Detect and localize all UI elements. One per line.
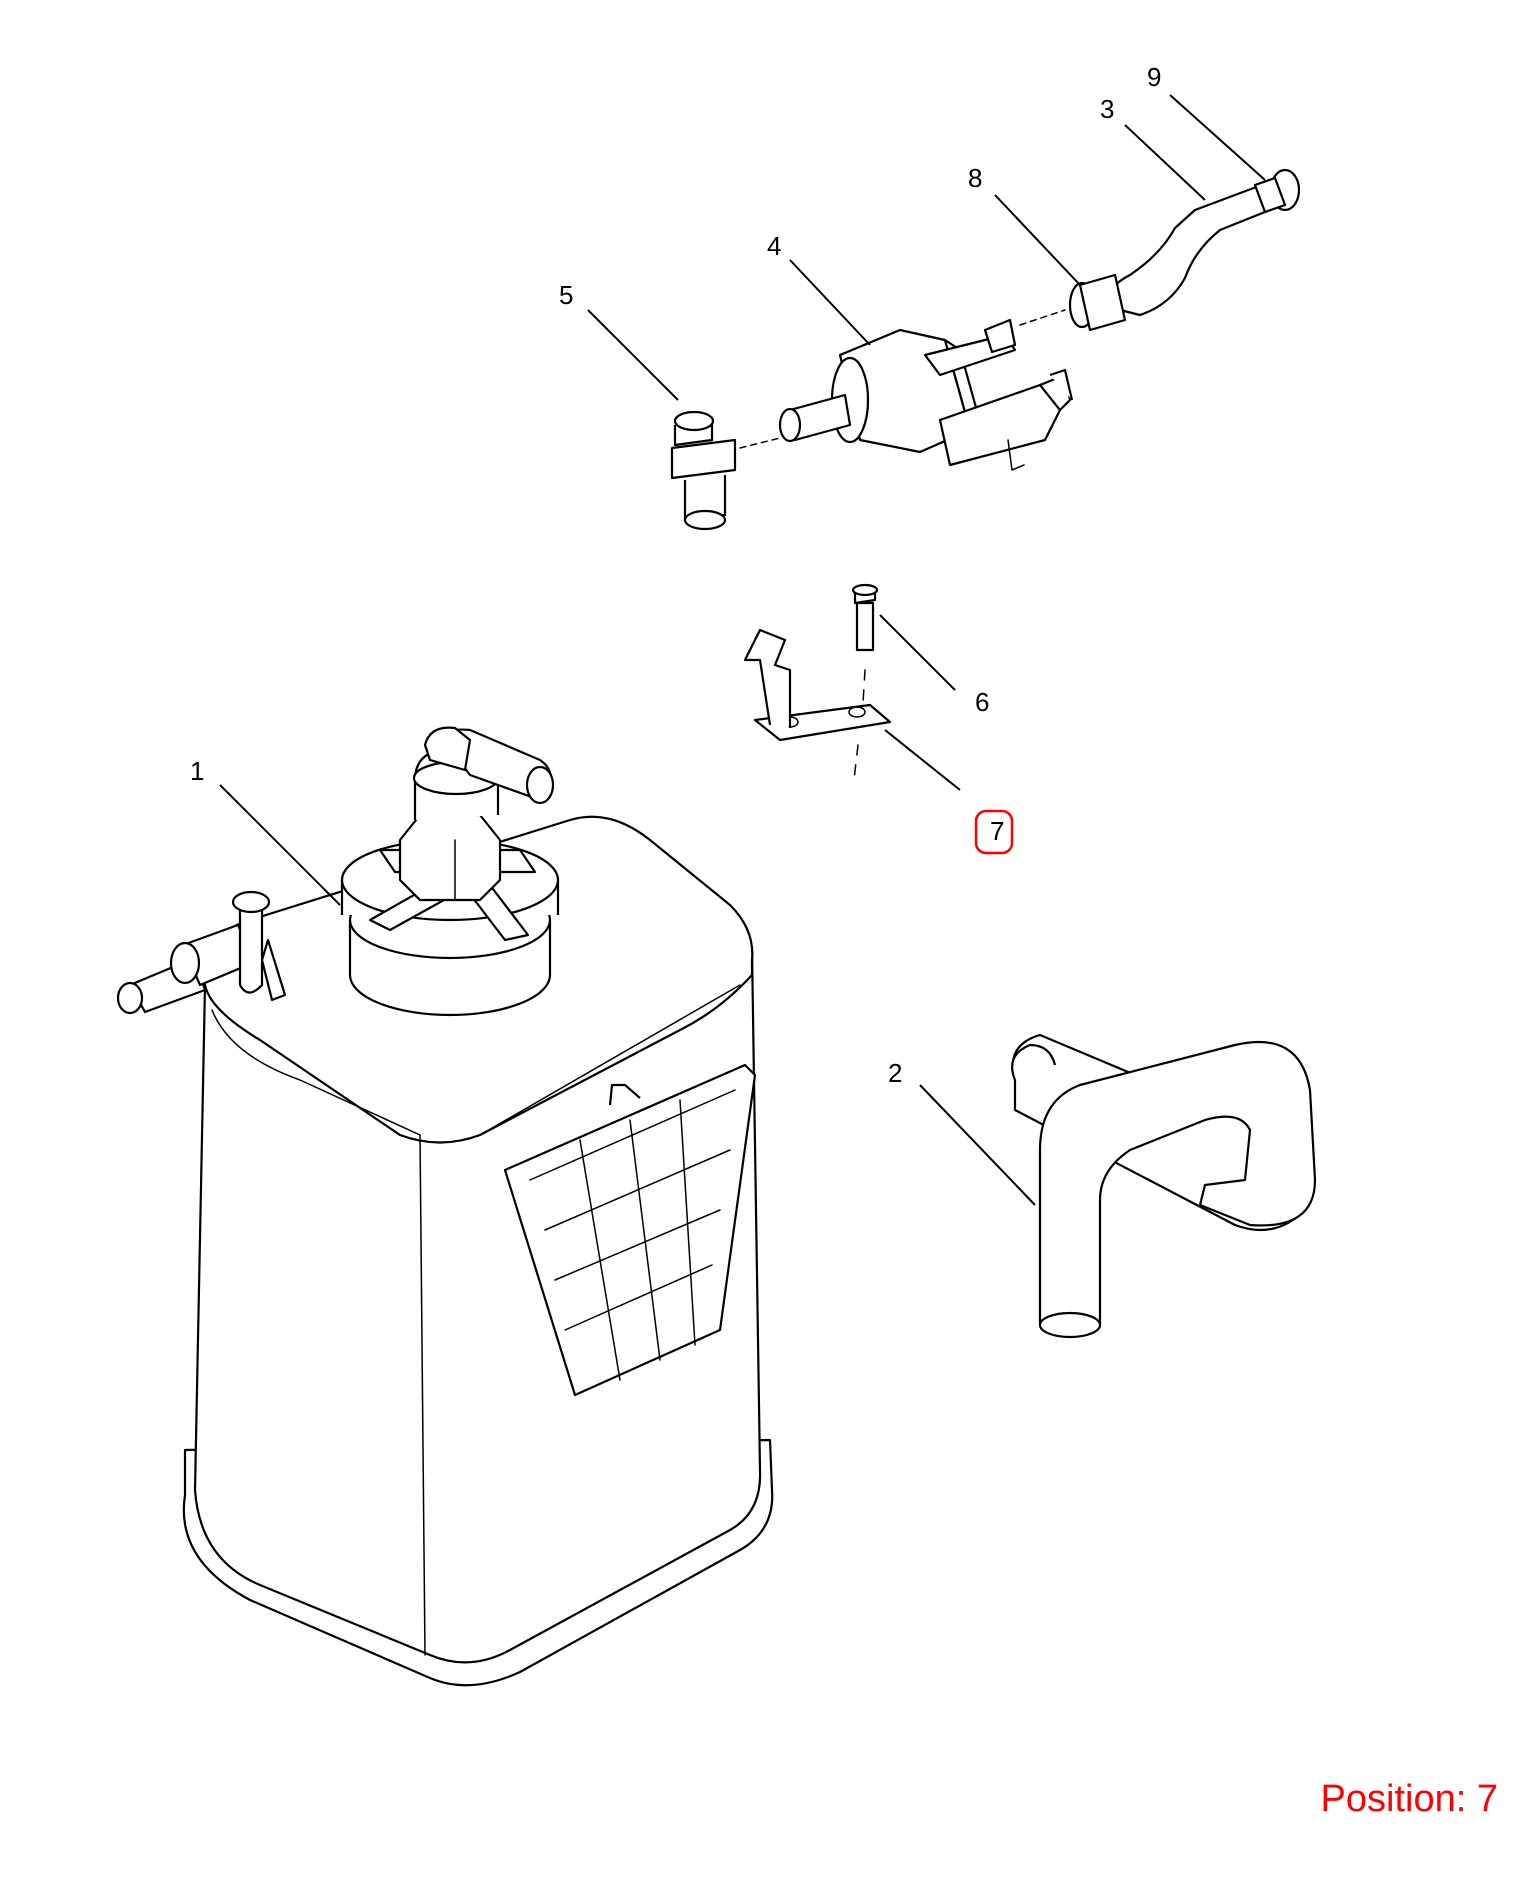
part-connector[interactable]	[670, 410, 781, 531]
callout-4[interactable]: 4	[767, 231, 781, 261]
part-canister[interactable]	[116, 726, 774, 1687]
callout-1[interactable]: 1	[190, 756, 204, 786]
part-clamp[interactable]	[1019, 273, 1127, 332]
callout-9[interactable]: 9	[1147, 62, 1161, 92]
callout-5[interactable]: 5	[559, 280, 573, 310]
part-bolt[interactable]	[851, 583, 879, 721]
callout-6[interactable]: 6	[975, 687, 989, 717]
part-bracket[interactable]	[743, 628, 892, 781]
part-end-clamp[interactable]	[1253, 176, 1287, 214]
callout-2[interactable]: 2	[888, 1058, 902, 1088]
callout-8[interactable]: 8	[968, 163, 982, 193]
part-purge-valve[interactable]	[778, 318, 1074, 471]
callout-7[interactable]: 7	[990, 816, 1004, 846]
leader-lines	[219, 94, 1266, 1206]
position-indicator: Position: 7	[1320, 1778, 1498, 1820]
part-hose[interactable]	[1011, 1033, 1317, 1339]
callout-7-highlight-box	[974, 809, 1014, 855]
callout-3[interactable]: 3	[1100, 94, 1114, 124]
callout-labels: 1 2 3 4 5 6 7 8 9	[190, 62, 1161, 1088]
